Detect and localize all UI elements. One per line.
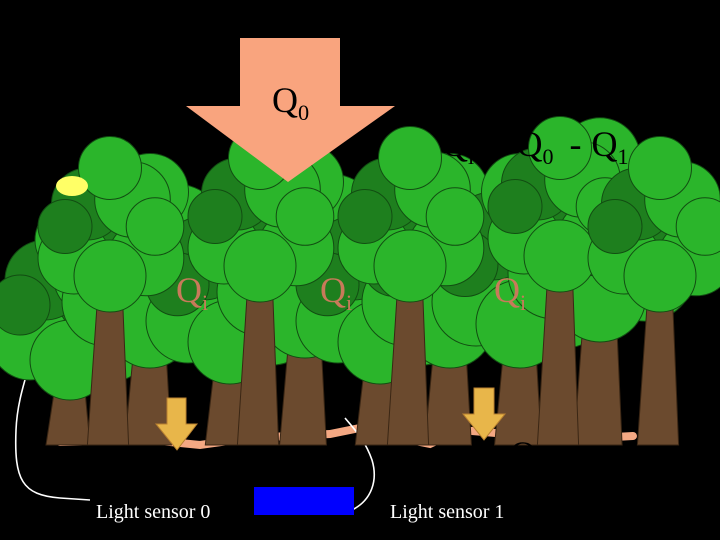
transmitted-label: Q1 — [194, 442, 231, 487]
tree-icon — [587, 136, 720, 446]
sensor-box-icon — [254, 487, 354, 515]
forest-canopy — [0, 116, 720, 446]
transmitted-light-arrow — [461, 387, 507, 441]
sensor-bulb-icon — [56, 176, 88, 196]
tree-icon — [337, 126, 485, 446]
incoming-light-arrow — [186, 38, 395, 182]
intercepted-label: Qi — [494, 270, 526, 315]
intercepted-label: Qi — [176, 270, 208, 315]
tree-icon — [37, 136, 185, 446]
sensor1-label: Light sensor 1 — [390, 501, 504, 523]
sensor0-label: Light sensor 0 — [96, 501, 210, 523]
sensor1-cable — [344, 417, 375, 511]
transmitted-label: Q1 — [510, 434, 547, 479]
incoming-label: Q0 — [272, 80, 309, 125]
intercepted-label: Qi — [320, 270, 352, 315]
equation: Qi=Q0-Q1 — [442, 124, 628, 169]
transmitted-light-arrow — [154, 397, 199, 451]
